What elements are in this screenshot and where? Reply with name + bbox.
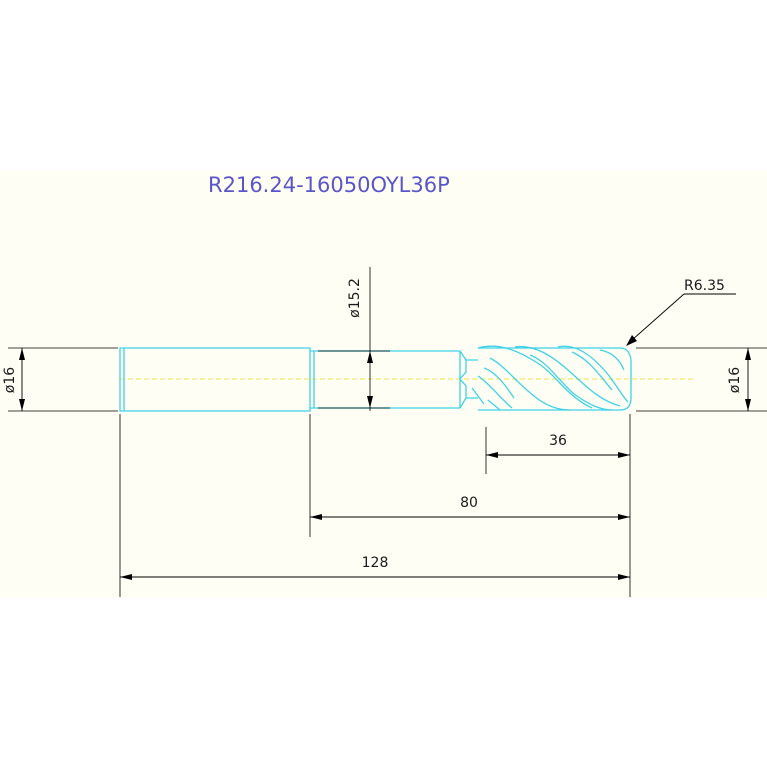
arrow-head bbox=[310, 514, 322, 520]
dim-neck-diameter: ø15.2 bbox=[318, 267, 390, 411]
arrow-head bbox=[120, 574, 132, 580]
flute-length-label: 36 bbox=[549, 433, 567, 449]
corner-radius-label: R6.35 bbox=[684, 278, 725, 294]
arrow-head bbox=[626, 335, 637, 346]
arrow-head bbox=[367, 396, 373, 408]
arrow-head bbox=[367, 351, 373, 363]
arrow-head bbox=[19, 399, 25, 411]
arrow-head bbox=[19, 348, 25, 360]
dim-total-length: 128 bbox=[120, 555, 630, 580]
dim-corner-radius: R6.35 bbox=[626, 278, 736, 346]
arrow-head bbox=[618, 514, 630, 520]
arrow-head bbox=[745, 348, 751, 360]
shank-diameter-label: ø16 bbox=[2, 367, 18, 393]
dim-shank-diameter: ø16 bbox=[2, 347, 118, 412]
dim-reach-length: 80 bbox=[310, 495, 630, 520]
dim-cut-diameter: ø16 bbox=[636, 347, 767, 412]
part-number-title: R216.24-16050OYL36P bbox=[208, 173, 450, 197]
dim-flute-length: 36 bbox=[486, 433, 630, 458]
reach-length-label: 80 bbox=[460, 495, 478, 511]
arrow-head bbox=[618, 574, 630, 580]
arrow-head bbox=[618, 452, 630, 458]
tool-shank bbox=[119, 347, 311, 412]
total-length-label: 128 bbox=[362, 555, 389, 571]
arrow-head bbox=[486, 452, 498, 458]
drawing-background bbox=[0, 170, 767, 598]
arrow-head bbox=[745, 399, 751, 411]
cut-diameter-label: ø16 bbox=[727, 367, 743, 393]
neck-diameter-label: ø15.2 bbox=[347, 278, 363, 318]
tool-flutes bbox=[459, 345, 632, 411]
